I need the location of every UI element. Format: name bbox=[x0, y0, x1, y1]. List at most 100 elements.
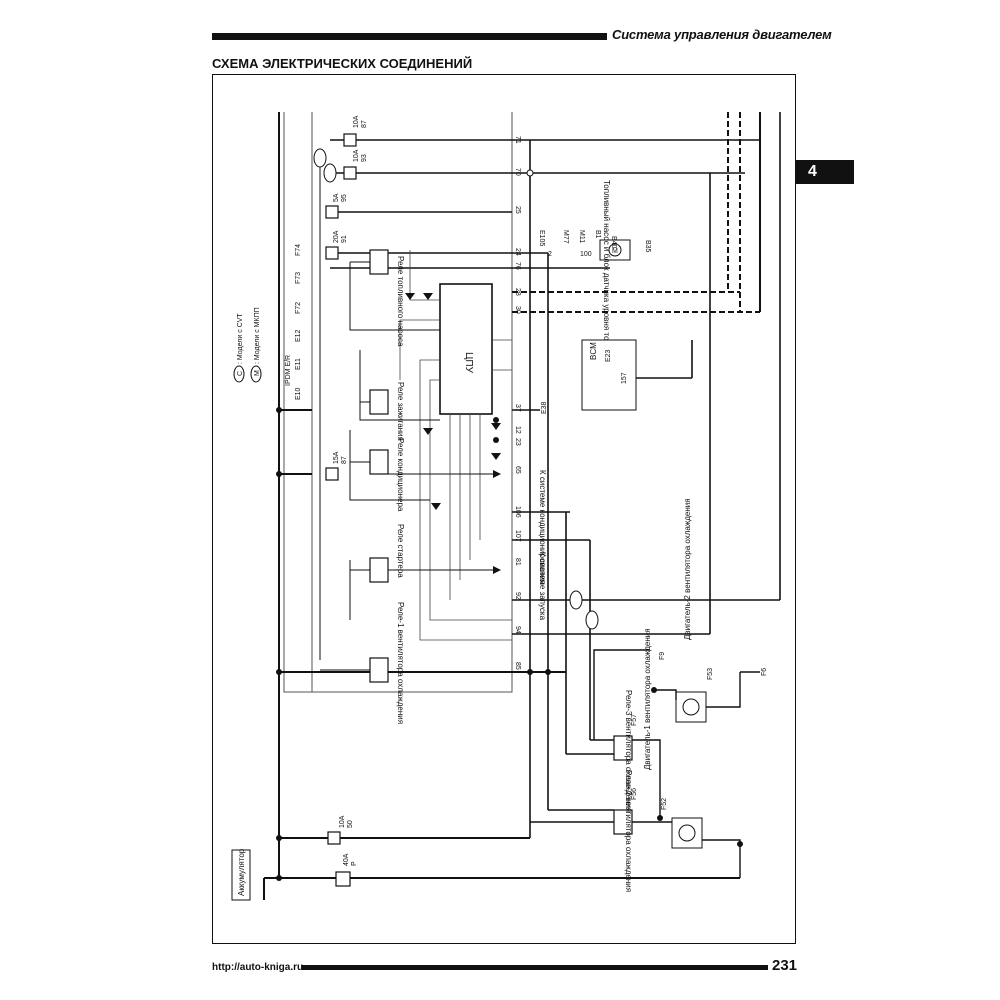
svg-text:25: 25 bbox=[514, 206, 521, 214]
svg-text:P: P bbox=[351, 861, 358, 866]
svg-text:20A: 20A bbox=[333, 230, 340, 243]
svg-text:F9: F9 bbox=[659, 652, 666, 660]
footer-rule bbox=[302, 965, 768, 970]
svg-text:Двигатель-2 вентилятора охлажд: Двигатель-2 вентилятора охлаждения bbox=[683, 498, 692, 640]
destination-labels: К системе кондиционирования К системе за… bbox=[538, 470, 547, 621]
fan-motors: Двигатель-1 вентилятора охлаждения Двига… bbox=[541, 401, 768, 849]
svg-text:E11: E11 bbox=[295, 358, 302, 370]
svg-text:30: 30 bbox=[514, 306, 521, 314]
junction-dots bbox=[276, 169, 743, 881]
svg-text:93: 93 bbox=[361, 154, 368, 162]
fan1-relay-label: Реле-1 вентилятора охлаждения bbox=[396, 602, 405, 724]
svg-text:С: С bbox=[237, 371, 244, 376]
ipdm-enclosure bbox=[283, 112, 513, 693]
svg-text:24: 24 bbox=[514, 248, 521, 256]
svg-text:IPDM E/R: IPDM E/R bbox=[285, 355, 292, 386]
svg-text:F72: F72 bbox=[295, 302, 302, 314]
svg-text:M: M bbox=[612, 248, 618, 255]
svg-text:F6: F6 bbox=[761, 668, 768, 676]
svg-text:71: 71 bbox=[514, 136, 521, 144]
svg-text:К системе кондиционирования: К системе кондиционирования bbox=[538, 470, 547, 584]
svg-text:F73: F73 bbox=[295, 272, 302, 284]
svg-text:100: 100 bbox=[580, 251, 592, 258]
bcm-module: BCM E23 157 bbox=[581, 339, 637, 411]
header-rule bbox=[212, 33, 607, 40]
fan-wiring bbox=[530, 649, 760, 878]
starter-relay-label: Реле стартера bbox=[396, 524, 405, 578]
svg-text:10A: 10A bbox=[353, 149, 360, 162]
ecu-box bbox=[439, 283, 493, 415]
svg-text:E10: E10 bbox=[295, 387, 302, 400]
shielded-lines bbox=[512, 112, 761, 313]
svg-text:95: 95 bbox=[341, 194, 348, 202]
fuel-pump-relay-label: Реле топливного насоса bbox=[396, 256, 405, 347]
svg-text:106: 106 bbox=[514, 506, 521, 518]
fuel-pump-motor: M Топливный насос и блок датчика уровня … bbox=[538, 180, 651, 363]
supply-rails bbox=[263, 112, 740, 900]
svg-text:28: 28 bbox=[514, 288, 521, 296]
svg-text:К системе запуска: К системе запуска bbox=[538, 552, 547, 621]
page-number: 231 bbox=[772, 957, 798, 974]
model-markers bbox=[313, 148, 599, 630]
svg-text:40A: 40A bbox=[343, 853, 350, 866]
svg-text:10A: 10A bbox=[339, 815, 346, 828]
svg-text:94: 94 bbox=[514, 626, 521, 634]
ipdm-pin-numbers: 71 70 25 24 76 28 30 37 12 23 65 106 107… bbox=[514, 136, 521, 670]
svg-text:B35: B35 bbox=[644, 240, 651, 253]
relay-labels: Реле топливного насоса Реле зажигания Ре… bbox=[396, 256, 633, 892]
ignition-relay-label: Реле зажигания bbox=[396, 382, 405, 441]
svg-text:87: 87 bbox=[361, 120, 368, 128]
svg-text:81: 81 bbox=[514, 558, 521, 566]
ac-relay-label: Реле кондиционера bbox=[396, 438, 405, 512]
svg-text:E38: E38 bbox=[541, 401, 548, 414]
svg-text:F52: F52 bbox=[661, 798, 668, 810]
ecu-label: ЦПУ bbox=[463, 352, 474, 374]
diodes bbox=[405, 293, 501, 510]
header-section-title: Система управления двигателем bbox=[612, 27, 832, 42]
svg-text:5A: 5A bbox=[333, 193, 340, 202]
svg-text:F57: F57 bbox=[631, 714, 638, 726]
svg-text:85: 85 bbox=[514, 662, 521, 670]
chapter-tab[interactable]: 4 bbox=[796, 160, 854, 184]
page-title: СХЕМА ЭЛЕКТРИЧЕСКИХ СОЕДИНЕНИЙ bbox=[212, 56, 473, 71]
svg-text:: Модели с МКПП: : Модели с МКПП bbox=[254, 307, 261, 364]
svg-text:50: 50 bbox=[347, 820, 354, 828]
svg-text:107: 107 bbox=[514, 530, 521, 542]
fan3-relay-label: Реле-3 вентилятора охлаждения bbox=[624, 690, 633, 812]
svg-text:E23: E23 bbox=[605, 349, 612, 362]
svg-text:Аккумулятор: Аккумулятор bbox=[237, 848, 246, 896]
svg-text:87: 87 bbox=[341, 456, 348, 464]
svg-text:23: 23 bbox=[514, 438, 521, 446]
svg-text:91: 91 bbox=[341, 235, 348, 243]
svg-text:65: 65 bbox=[514, 466, 521, 474]
pin-wires bbox=[330, 112, 781, 838]
svg-text:12: 12 bbox=[514, 426, 521, 434]
ipdm-connector-labels: IPDM E/R E10 E11 E12 F72 F73 F74 bbox=[285, 244, 302, 400]
footer-url[interactable]: http://auto-kniga.ru bbox=[212, 962, 304, 973]
svg-text:E12: E12 bbox=[295, 329, 302, 342]
fuse-symbols bbox=[325, 133, 357, 887]
svg-text:B1: B1 bbox=[594, 230, 601, 239]
relay-symbols[interactable] bbox=[369, 249, 633, 835]
svg-text:M77: M77 bbox=[562, 230, 569, 244]
svg-text:15A: 15A bbox=[333, 451, 340, 464]
svg-text:F56: F56 bbox=[631, 788, 638, 800]
svg-text:10A: 10A bbox=[353, 115, 360, 128]
svg-text:70: 70 bbox=[514, 168, 521, 176]
svg-text:Топливный насос и блок датчика: Топливный насос и блок датчика уровня то… bbox=[602, 180, 611, 363]
svg-text:F74: F74 bbox=[295, 244, 302, 256]
svg-text:E105: E105 bbox=[538, 230, 545, 246]
svg-text:Двигатель-1 вентилятора охлажд: Двигатель-1 вентилятора охлаждения bbox=[643, 628, 652, 770]
legend: С : Модели с CVT М : Модели с МКПП bbox=[233, 307, 262, 383]
svg-text:76: 76 bbox=[514, 262, 521, 270]
battery: Аккумулятор bbox=[231, 848, 251, 901]
diagram-frame bbox=[212, 74, 796, 944]
svg-text:37: 37 bbox=[514, 404, 521, 412]
svg-text:157: 157 bbox=[621, 372, 628, 384]
fan2-relay-label: Реле-2 вентилятора охлаждения bbox=[624, 770, 633, 892]
svg-text:92: 92 bbox=[514, 592, 521, 600]
svg-text:B40: B40 bbox=[610, 236, 617, 249]
svg-text:2: 2 bbox=[548, 251, 552, 258]
relay-wiring bbox=[319, 150, 501, 671]
